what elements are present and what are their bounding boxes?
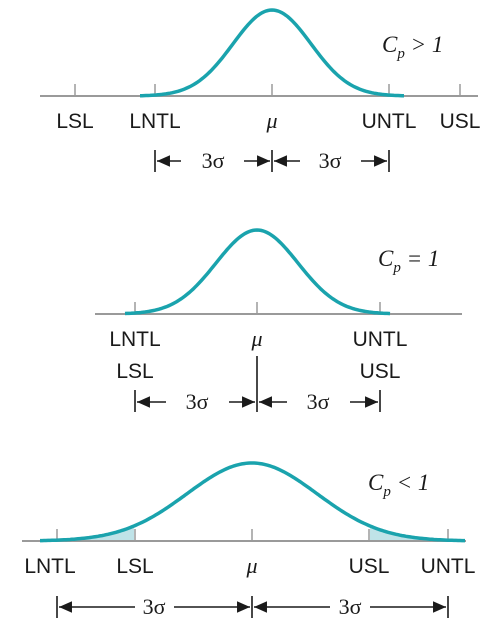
normal-curve	[124, 228, 391, 316]
spread-label-left: 3σ	[143, 594, 166, 619]
label-mu: μ	[250, 326, 262, 351]
left-tail-area	[40, 526, 134, 541]
label-lsl: LSL	[56, 110, 93, 133]
normal-curve	[40, 461, 465, 543]
spread-label-left: 3σ	[186, 389, 209, 414]
label-lsl: LSL	[116, 555, 153, 578]
label-lsl: LSL	[116, 360, 153, 383]
label-lntl: LNTL	[109, 328, 160, 351]
label-usl: USL	[360, 360, 401, 383]
label-lntl: LNTL	[24, 555, 75, 578]
label-untl: UNTL	[353, 328, 408, 351]
panel-cp-equal-1: Cp = 1 LNTL μ UNTL LSL USL 3σ 3σ	[95, 228, 462, 414]
label-mu: μ	[265, 108, 277, 133]
label-lntl: LNTL	[129, 110, 180, 133]
spread-label-right: 3σ	[307, 389, 330, 414]
label-usl: USL	[440, 110, 481, 133]
normal-curve	[140, 8, 404, 98]
cp-label: Cp < 1	[368, 470, 429, 500]
label-usl: USL	[349, 555, 390, 578]
spread-label-left: 3σ	[202, 148, 225, 173]
cp-label: Cp > 1	[382, 32, 443, 62]
label-untl: UNTL	[421, 555, 476, 578]
right-tail-area	[370, 526, 465, 541]
panel-cp-greater-than-1: Cp > 1 LSL LNTL μ UNTL USL 3σ 3σ	[40, 8, 481, 173]
label-mu: μ	[245, 553, 257, 578]
spread-label-right: 3σ	[319, 148, 342, 173]
spread-label-right: 3σ	[339, 594, 362, 619]
label-untl: UNTL	[362, 110, 417, 133]
cp-label: Cp = 1	[378, 246, 439, 276]
panel-cp-less-than-1: Cp < 1 LNTL LSL μ USL UNTL 3σ 3σ	[22, 461, 476, 619]
